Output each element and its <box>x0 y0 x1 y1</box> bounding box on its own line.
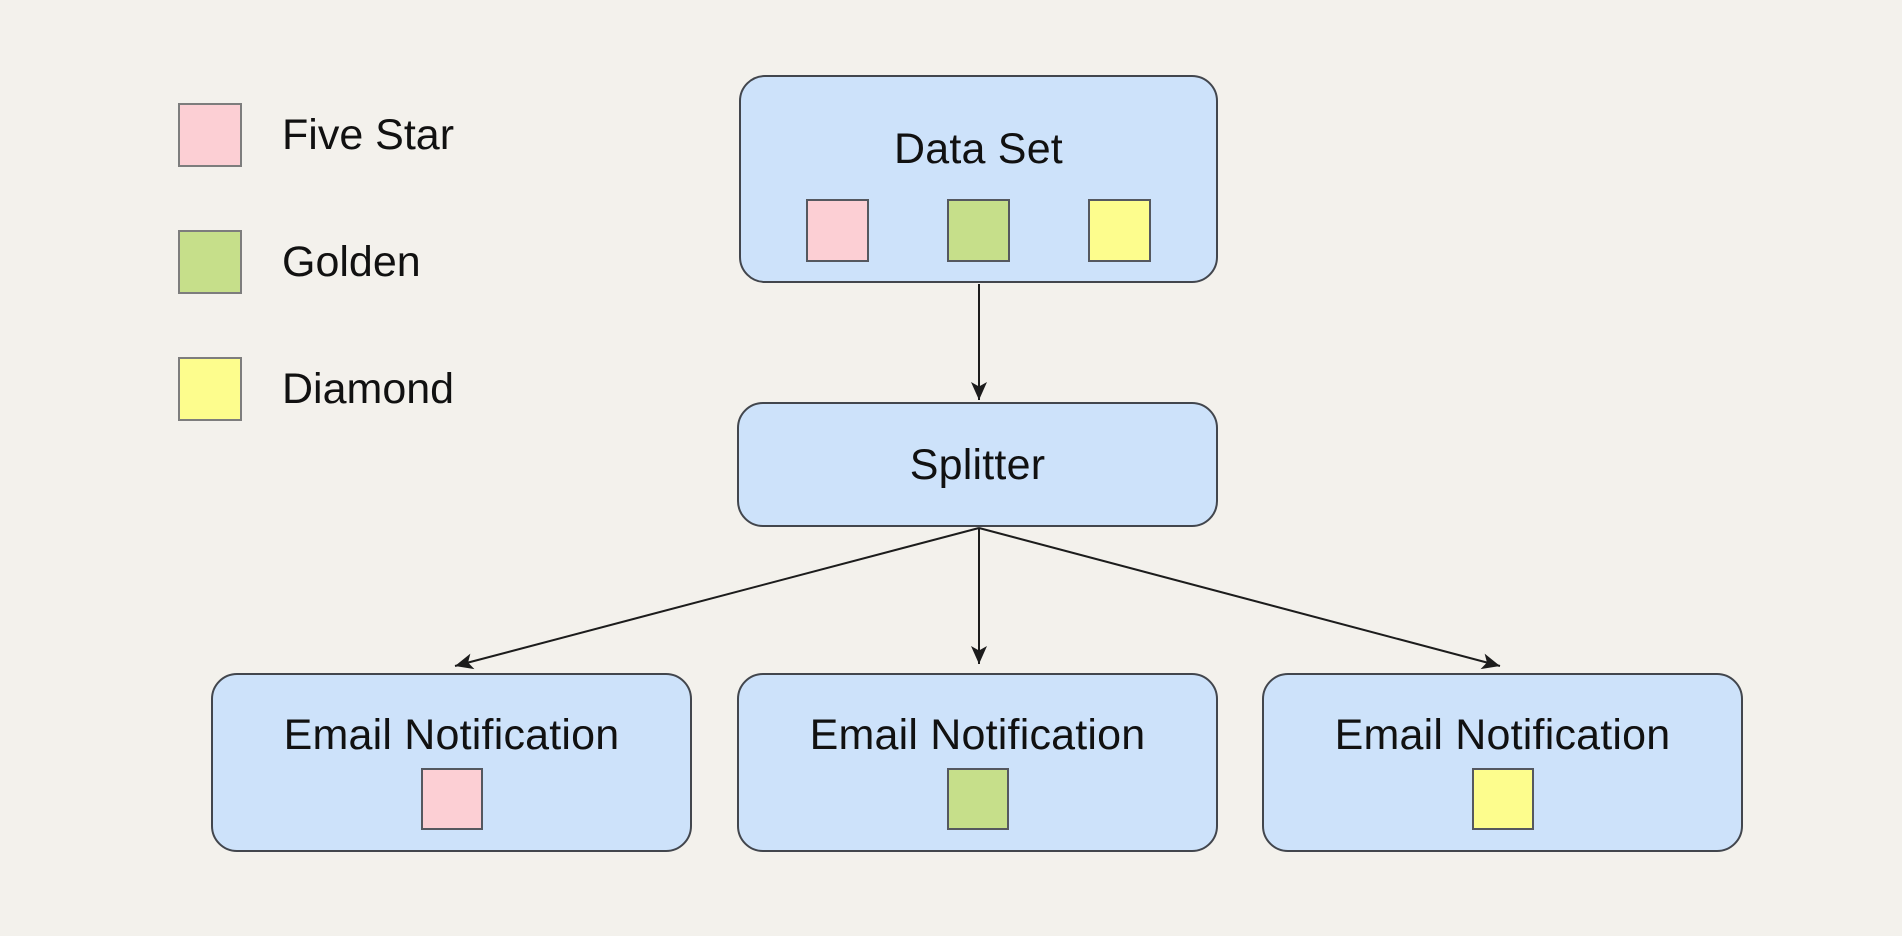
connector-splitter-to-email-3[interactable] <box>978 527 1501 670</box>
node-email-2-title: Email Notification <box>809 711 1146 759</box>
data-set-chip-row <box>806 199 1151 262</box>
connector-splitter-to-email-1[interactable] <box>454 527 980 670</box>
chip-five-star <box>806 199 869 262</box>
chip-diamond <box>1471 768 1534 830</box>
legend-swatch-five-star <box>178 103 242 167</box>
node-email-3-title: Email Notification <box>1334 711 1671 759</box>
node-email-notification-3[interactable]: Email Notification <box>1262 673 1743 852</box>
node-email-1-title: Email Notification <box>283 711 620 759</box>
node-data-set[interactable]: Data Set <box>739 75 1218 283</box>
chip-diamond <box>1088 199 1151 262</box>
chip-five-star <box>420 768 483 830</box>
legend-item-five-star[interactable]: Five Star <box>178 103 454 167</box>
legend-label-golden: Golden <box>282 238 421 286</box>
chip-golden <box>947 199 1010 262</box>
legend-swatch-golden <box>178 230 242 294</box>
legend-item-golden[interactable]: Golden <box>178 230 454 294</box>
node-data-set-title: Data Set <box>894 125 1063 173</box>
legend: Five Star Golden Diamond <box>178 103 454 421</box>
node-splitter-title: Splitter <box>909 440 1046 489</box>
legend-label-five-star: Five Star <box>282 111 455 159</box>
legend-item-diamond[interactable]: Diamond <box>178 357 454 421</box>
legend-swatch-diamond <box>178 357 242 421</box>
node-splitter[interactable]: Splitter <box>737 402 1218 527</box>
chip-golden <box>946 768 1009 830</box>
legend-label-diamond: Diamond <box>282 365 455 413</box>
node-email-notification-2[interactable]: Email Notification <box>737 673 1218 852</box>
node-email-notification-1[interactable]: Email Notification <box>211 673 692 852</box>
